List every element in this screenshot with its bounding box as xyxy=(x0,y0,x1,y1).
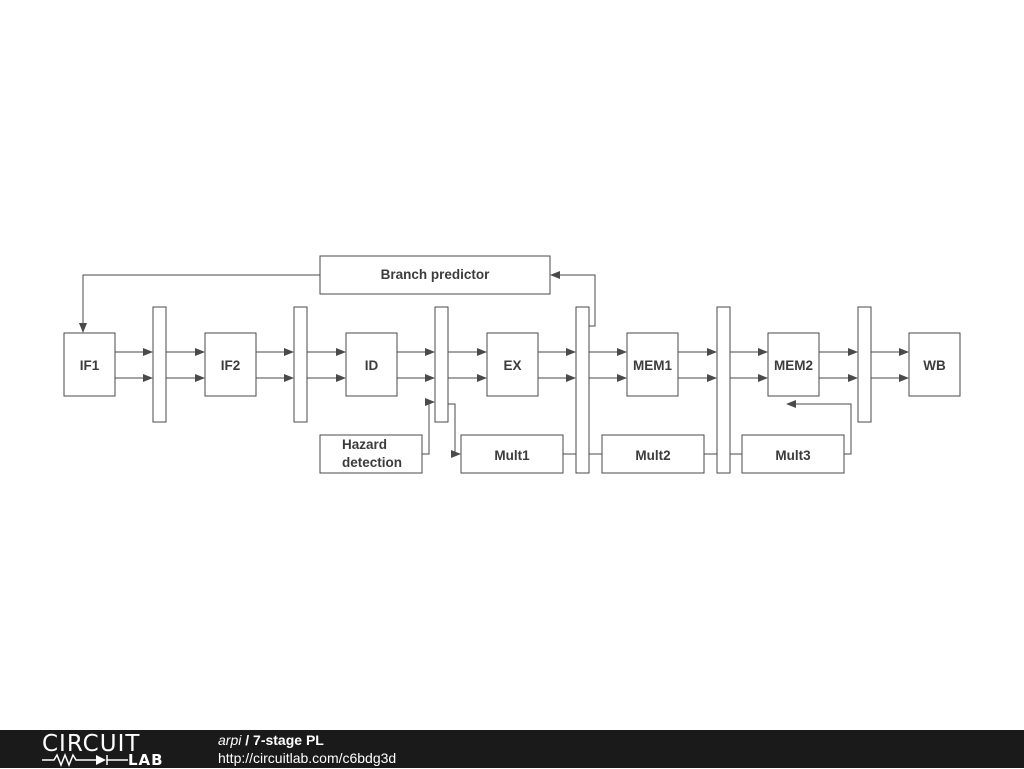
register-to-mult1-wire xyxy=(448,403,461,458)
resistor-diode-icon xyxy=(42,753,128,767)
mult1-label: Mult1 xyxy=(494,448,530,463)
logo-wordmark-bottom: LAB xyxy=(128,751,164,769)
pipeline-register xyxy=(716,306,731,474)
stage-wb-box xyxy=(908,332,961,397)
circuit-title[interactable]: 7-stage PL xyxy=(253,732,324,748)
circuitlab-logo[interactable]: CIRCUIT LAB xyxy=(40,732,180,768)
pipeline-register xyxy=(152,306,167,423)
stage-id-label: ID xyxy=(365,358,379,373)
stage-if1-label: IF1 xyxy=(80,358,100,373)
stage-wb-label: WB xyxy=(923,358,946,373)
mult3-to-mem2-wire xyxy=(786,400,852,455)
byline-separator: / xyxy=(241,732,254,748)
author-name[interactable]: arpi xyxy=(218,732,242,748)
stage-mem2-box xyxy=(767,332,820,397)
stage-ex-box xyxy=(486,332,539,397)
circuit-byline: arpi / 7-stage PL xyxy=(218,732,324,748)
footer-bar: CIRCUIT LAB arpi / 7-stage PL http://cir… xyxy=(0,730,1024,768)
pipeline-diagram: IF1 IF2 ID EX MEM1 MEM2 WB Branch predic… xyxy=(63,255,961,474)
mult3-box xyxy=(741,434,845,474)
circuit-url[interactable]: http://circuitlab.com/c6bdg3d xyxy=(218,750,397,766)
hazard-detection-box xyxy=(319,434,423,474)
predictor-to-if1-wire xyxy=(79,274,320,333)
pipeline-register xyxy=(293,306,308,423)
hazard-to-register-wire xyxy=(422,398,435,455)
hazard-label-line1: Hazard xyxy=(342,437,387,452)
stage-mem2-label: MEM2 xyxy=(774,358,813,373)
mult1-box xyxy=(460,434,564,474)
pipeline-register xyxy=(857,306,872,423)
mult2-label: Mult2 xyxy=(635,448,670,463)
pipeline-register xyxy=(575,306,590,474)
mult3-label: Mult3 xyxy=(775,448,811,463)
stage-id-box xyxy=(345,332,398,397)
stage-ex-label: EX xyxy=(503,358,521,373)
logo-wordmark-top: CIRCUIT xyxy=(42,731,141,757)
branch-predictor-label: Branch predictor xyxy=(381,267,491,282)
hazard-label-line2: detection xyxy=(342,455,402,470)
stage-if1-box xyxy=(63,332,116,397)
stage-mem1-label: MEM1 xyxy=(633,358,672,373)
ex-to-predictor-wire xyxy=(550,271,596,327)
stage-if2-label: IF2 xyxy=(221,358,241,373)
datapath-wires xyxy=(115,348,909,382)
stage-if2-box xyxy=(204,332,257,397)
stage-mem1-box xyxy=(626,332,679,397)
pipeline-register xyxy=(434,306,449,423)
